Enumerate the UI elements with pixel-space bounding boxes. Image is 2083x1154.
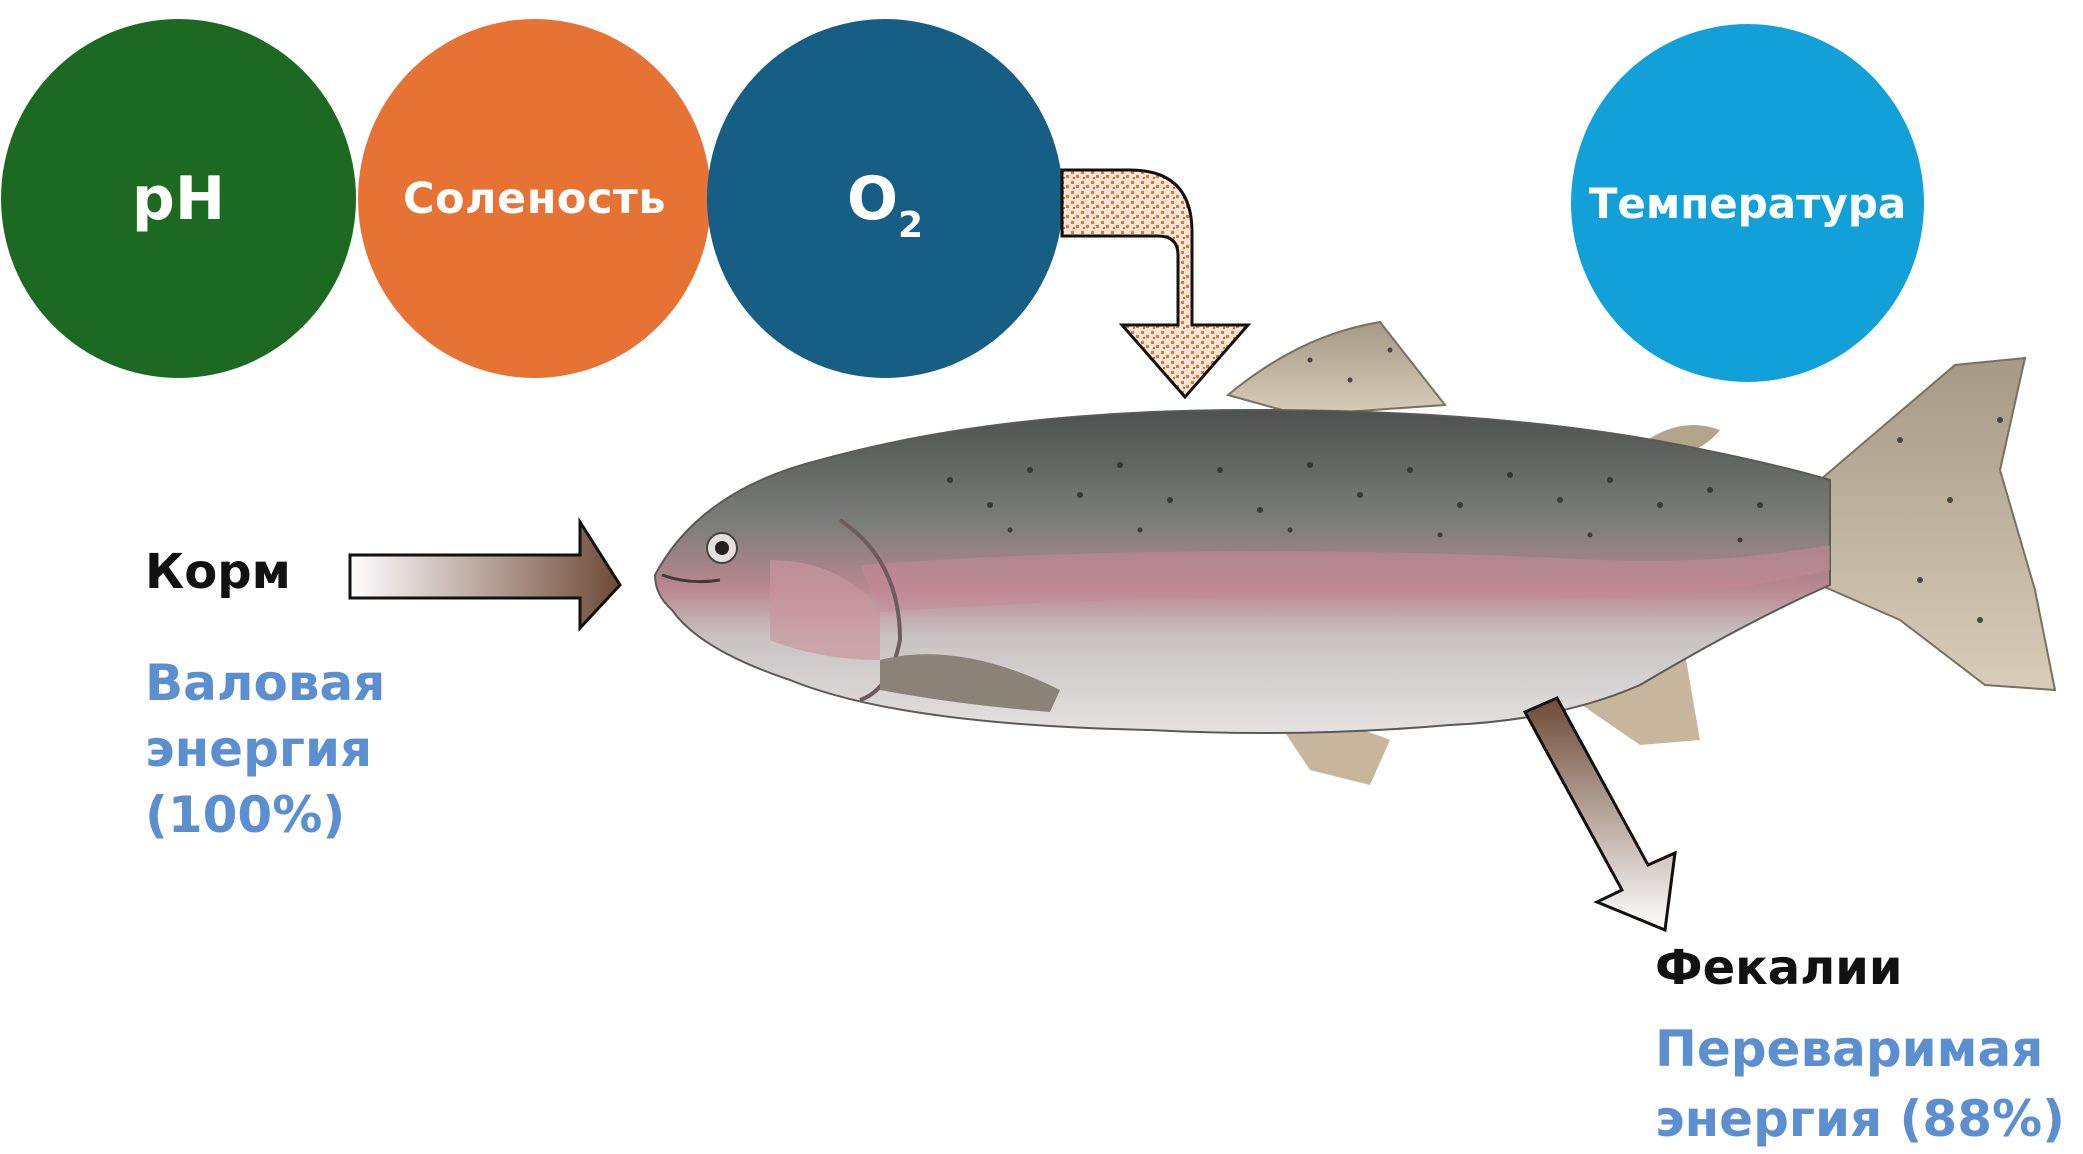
gross-energy-label: Валовая энергия (100%) <box>145 650 385 848</box>
feed-arrow <box>350 522 620 628</box>
feces-label: Фекалии <box>1655 940 1903 996</box>
feed-label: Корм <box>145 544 291 600</box>
digestible-energy-line-1: Переваримая <box>1655 1014 2065 1084</box>
oxygen-arrow <box>1062 170 1248 397</box>
gross-energy-line-1: Валовая <box>145 650 385 716</box>
gross-energy-line-3: (100%) <box>145 782 385 848</box>
gross-energy-line-2: энергия <box>145 716 385 782</box>
digestible-energy-label: Переваримая энергия (88%) <box>1655 1014 2065 1154</box>
digestible-energy-line-2: энергия (88%) <box>1655 1084 2065 1154</box>
trout-illustration <box>655 322 2055 785</box>
